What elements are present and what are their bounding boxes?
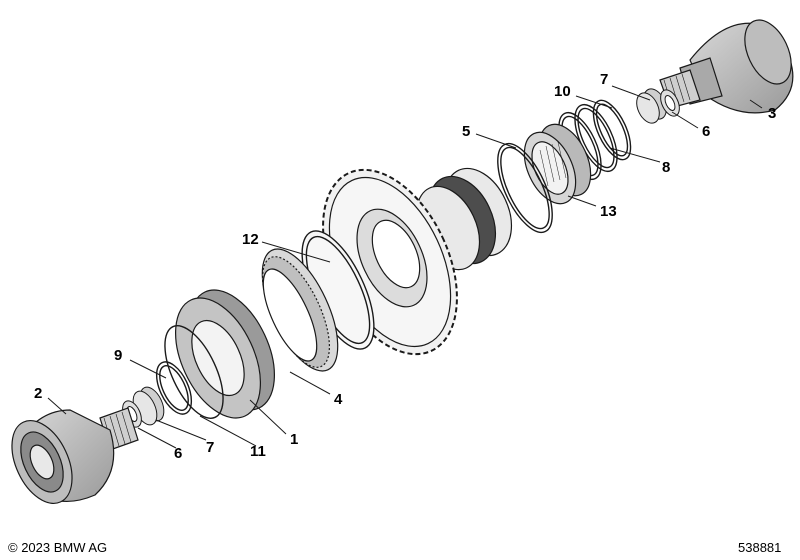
copyright-notice: © 2023 BMW AG [8, 540, 108, 555]
label-part-10: 10 [554, 83, 571, 100]
part-11-seal-ring [164, 325, 224, 419]
label-part-7-left: 7 [206, 439, 214, 456]
label-part-4: 4 [334, 391, 343, 408]
leader-lines [47, 85, 763, 449]
label-part-1: 1 [290, 431, 298, 448]
label-part-8: 8 [662, 159, 670, 176]
label-part-5: 5 [462, 123, 470, 140]
label-part-2: 2 [34, 385, 42, 402]
label-part-6-left: 6 [174, 445, 182, 462]
diagram-number: 538881 [738, 540, 782, 555]
part-10-snap-ring [592, 99, 632, 161]
label-part-13: 13 [600, 203, 617, 220]
part-9-o-ring [155, 361, 193, 415]
part-3-output-flange-right [659, 19, 794, 114]
part-2-output-flange-left [11, 407, 139, 504]
part-7-needle-bearing-left [132, 386, 165, 426]
label-part-7-right: 7 [600, 71, 608, 88]
part-labels: 3 7 6 10 8 5 13 12 4 1 11 9 7 6 2 [34, 71, 776, 462]
label-part-9: 9 [114, 347, 122, 364]
part-1-piston-housing [175, 289, 275, 419]
label-part-3: 3 [768, 105, 776, 122]
label-part-6-right: 6 [702, 123, 710, 140]
label-part-11: 11 [250, 443, 266, 460]
part-4-roller-cage [261, 248, 339, 372]
label-part-12: 12 [242, 231, 259, 248]
part-13-synchro-cone [523, 123, 592, 205]
part-6-thrust-washer-right [660, 89, 680, 117]
